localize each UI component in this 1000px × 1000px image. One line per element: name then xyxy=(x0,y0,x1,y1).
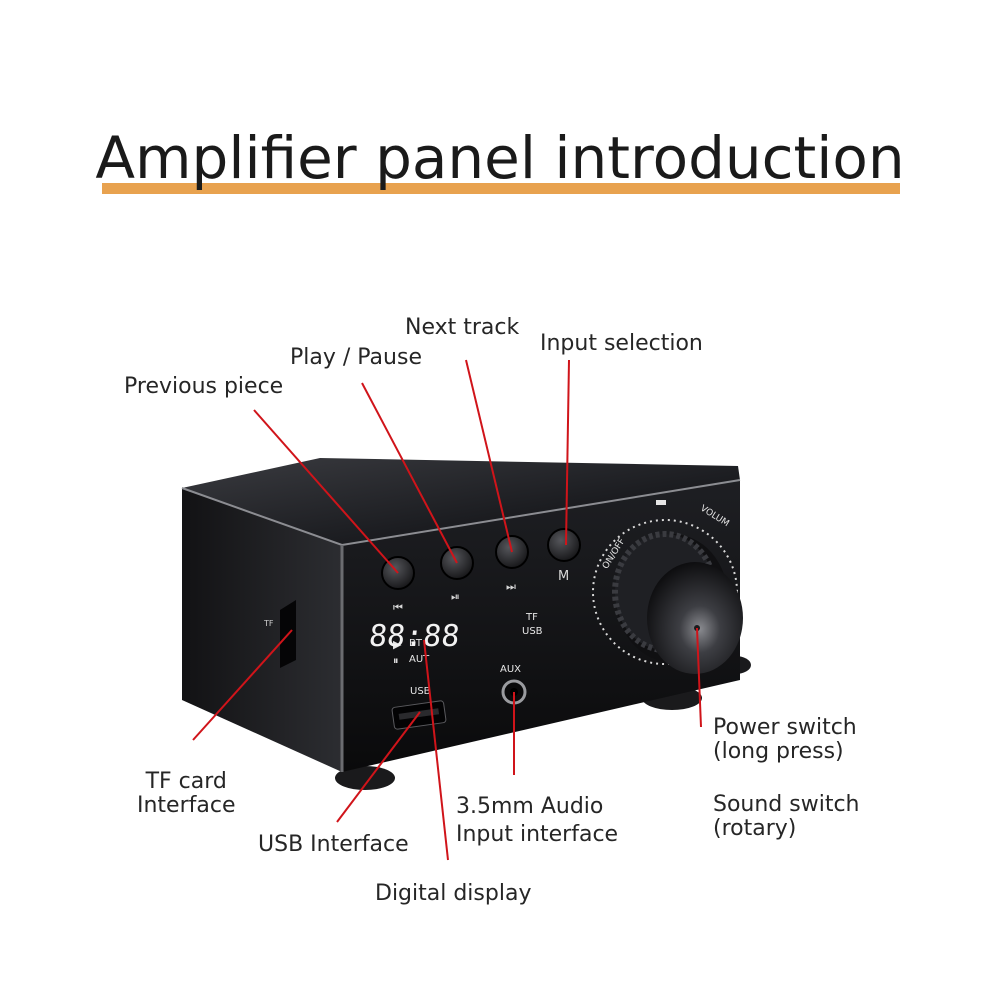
label-digital-display: Digital display xyxy=(375,881,532,906)
display-digits: 88:88 xyxy=(367,619,461,654)
device-top xyxy=(182,458,740,545)
indicator-usb: USB xyxy=(522,626,543,637)
title-block: Amplifier panel introduction xyxy=(0,115,1000,215)
label-sound-switch-line1: Sound switch xyxy=(713,792,860,817)
label-input-selection: Input selection xyxy=(540,331,703,356)
label-play-pause: Play / Pause xyxy=(290,345,422,370)
indicator-aut: AUT xyxy=(409,654,430,665)
line-play-pause xyxy=(361,382,458,564)
line-tf xyxy=(192,629,293,741)
device-side xyxy=(182,488,342,772)
line-power xyxy=(696,627,702,728)
label-power-switch-line2: (long press) xyxy=(713,739,844,764)
mode-glyph-text: M xyxy=(558,569,569,584)
page-title: Amplifier panel introduction xyxy=(95,124,905,192)
label-audio-input-line1: 3.5mm Audio xyxy=(456,794,604,819)
line-display xyxy=(423,639,449,861)
indicator-bt: BT xyxy=(409,638,423,649)
label-previous-piece: Previous piece xyxy=(124,374,284,399)
label-sound-switch-line2: (rotary) xyxy=(713,816,797,841)
label-power-switch: Power switch (long press) xyxy=(713,716,857,764)
callout-lines xyxy=(192,359,702,861)
volume-knob-cap xyxy=(647,562,743,674)
label-audio-input-line2: Input interface xyxy=(456,822,619,847)
label-tf-card-line1: TF card xyxy=(145,769,227,794)
label-power-switch-line1: Power switch xyxy=(713,715,857,740)
port-aux-label: AUX xyxy=(500,664,521,675)
label-tf-card-line2: Interface xyxy=(137,793,236,818)
previous-glyph-icon: ⏮ xyxy=(393,601,403,614)
mode-button xyxy=(547,528,581,562)
label-sound-switch: Sound switch (rotary) xyxy=(713,793,860,841)
pause-indicator-icon: ⏸ xyxy=(393,654,399,667)
next-glyph-icon: ⏭ xyxy=(506,580,516,593)
play-indicator-icon: ▶ xyxy=(393,638,402,651)
label-usb-interface: USB Interface xyxy=(258,832,409,857)
side-tf-text: TF xyxy=(263,619,274,628)
knob-marker xyxy=(656,500,666,505)
label-audio-input: 3.5mm Audio Input interface xyxy=(456,795,618,847)
line-input xyxy=(565,359,570,546)
title-underline xyxy=(102,183,900,194)
foot-front-left xyxy=(335,766,395,790)
label-next-track: Next track xyxy=(405,315,520,340)
line-previous xyxy=(253,409,399,574)
indicator-tf: TF xyxy=(525,612,538,623)
line-usb xyxy=(336,711,421,823)
line-next xyxy=(465,359,513,553)
port-usb-label: USB xyxy=(410,686,431,697)
play-pause-glyph-icon: ⏯ xyxy=(451,590,460,603)
label-tf-card: TF card Interface xyxy=(137,770,236,818)
